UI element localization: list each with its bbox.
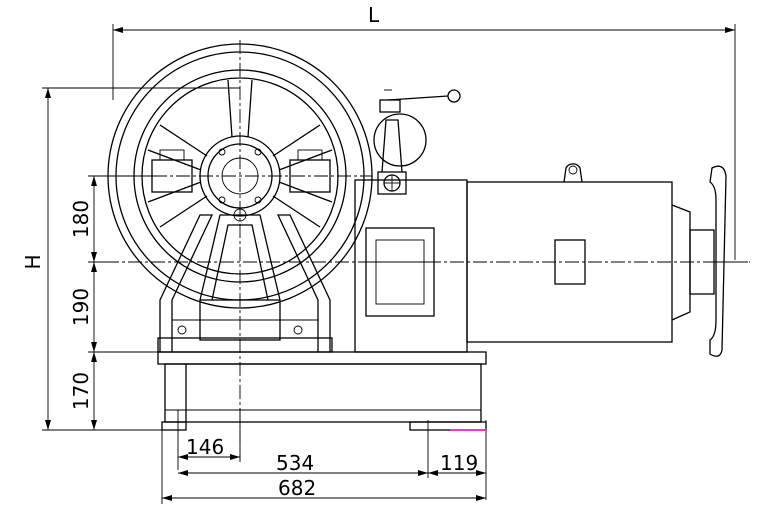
dim-170-label: 170 <box>69 372 93 410</box>
motor <box>466 163 715 343</box>
dim-180-label: 180 <box>69 200 93 238</box>
handwheel <box>705 165 748 357</box>
base-frame <box>157 351 487 431</box>
pedestal-stand <box>157 208 333 353</box>
center-lines <box>105 40 750 460</box>
dim-190-label: 190 <box>69 288 93 326</box>
dim-534-label: 534 <box>276 451 314 475</box>
dimension-lines <box>42 24 736 504</box>
dim-119-label: 119 <box>440 451 478 475</box>
sheave-wheel <box>107 43 373 309</box>
dim-682-label: 682 <box>278 476 316 500</box>
dim-L-label: L <box>368 3 380 27</box>
dim-146-label: 146 <box>186 435 224 459</box>
gearbox <box>354 89 468 353</box>
dim-H-label: H <box>21 254 45 269</box>
